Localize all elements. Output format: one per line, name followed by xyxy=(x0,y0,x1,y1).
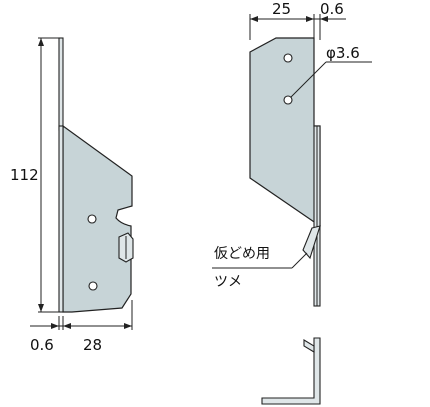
dim-bottom-left: 0.6 28 xyxy=(30,300,133,354)
section-profile xyxy=(261,337,321,405)
hole-lower xyxy=(88,281,98,291)
tab-label-line2: ツメ xyxy=(214,274,242,290)
dim-thickness-right-label: 0.6 xyxy=(320,0,344,18)
spine-upper xyxy=(58,37,64,131)
section-tab xyxy=(303,339,315,353)
side-plate xyxy=(62,124,133,313)
hole-diameter-label: φ3.6 xyxy=(326,44,360,62)
dim-width-right-label: 25 xyxy=(272,0,291,18)
section-view xyxy=(261,337,321,405)
front-tab xyxy=(302,225,321,260)
dim-thickness-left-label: 0.6 xyxy=(30,336,54,354)
front-plate xyxy=(249,37,321,228)
dim-top-right: 25 0.6 xyxy=(249,0,346,40)
hole-upper xyxy=(87,214,97,224)
spine-lower xyxy=(58,125,64,313)
side-view xyxy=(58,37,134,313)
front-hole-upper xyxy=(283,53,293,63)
dim-width-left-label: 28 xyxy=(83,336,102,354)
hole-callout: φ3.6 xyxy=(290,44,372,98)
tab-label-line1: 仮どめ用 xyxy=(214,246,270,262)
dim-height-label: 112 xyxy=(10,166,39,184)
front-hole-lower xyxy=(283,95,293,105)
dim-height: 112 xyxy=(6,37,59,313)
tab-callout: 仮どめ用 ツメ xyxy=(212,246,308,290)
